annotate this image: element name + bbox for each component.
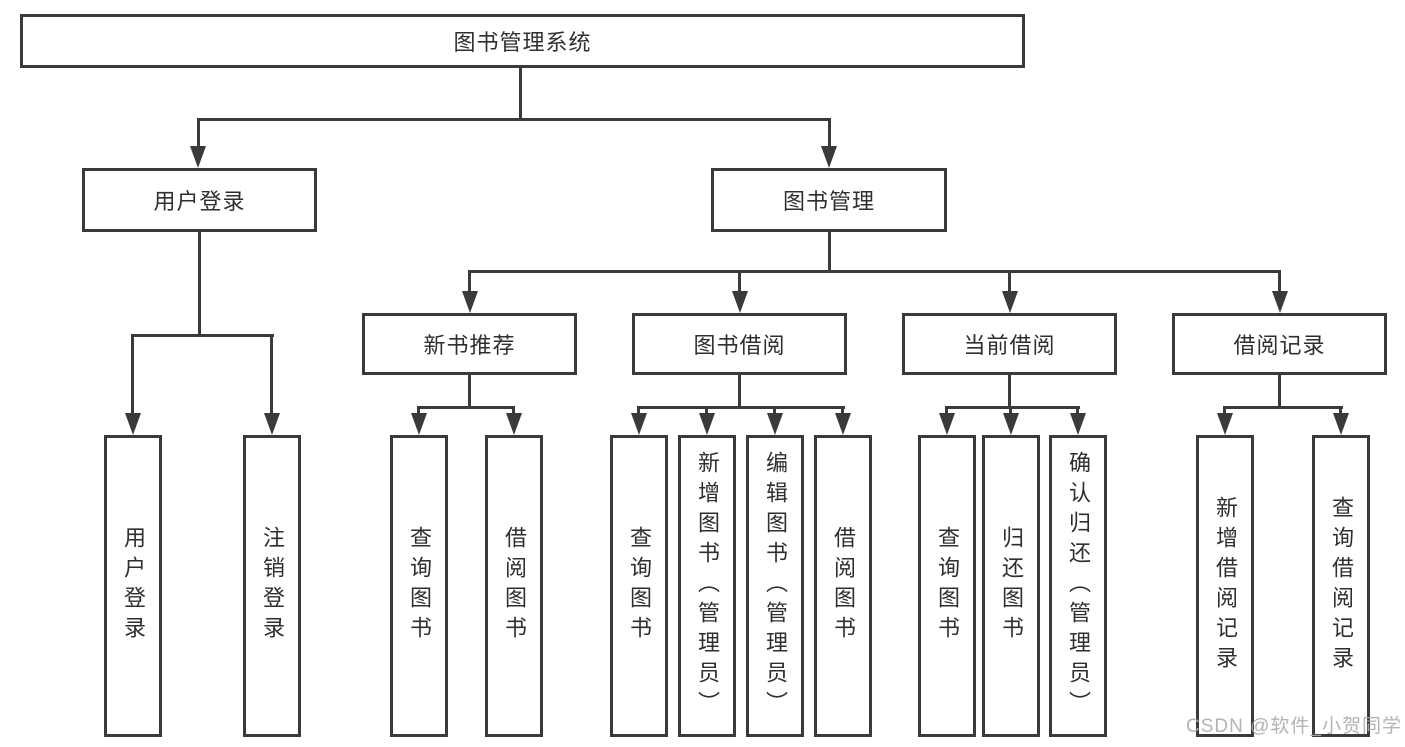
arrowhead bbox=[1070, 413, 1086, 435]
connector-newbook-drop-1 bbox=[417, 406, 420, 415]
node-book-management: 图书管理 bbox=[711, 168, 947, 232]
arrowhead bbox=[1002, 291, 1018, 313]
connector-bookmgmt-hline bbox=[468, 270, 1281, 273]
arrowhead bbox=[732, 291, 748, 313]
connector-root-drop-left bbox=[197, 118, 200, 148]
connector-currentborrow-drop-2 bbox=[1009, 406, 1012, 415]
connector-root-stem bbox=[519, 68, 522, 120]
arrowhead bbox=[1272, 291, 1288, 313]
connector-bookborrow-drop-3 bbox=[773, 406, 776, 415]
connector-bookmgmt-drop-3 bbox=[1008, 270, 1011, 293]
arrowhead bbox=[506, 413, 522, 435]
leaf-confirm-return-admin: 确认归还（管理员） bbox=[1049, 435, 1107, 737]
node-borrowing-records: 借阅记录 bbox=[1172, 313, 1387, 375]
leaf-add-borrow-record: 新增借阅记录 bbox=[1196, 435, 1254, 737]
arrowhead bbox=[631, 413, 647, 435]
connector-bookmgmt-stem bbox=[828, 232, 831, 272]
node-current-borrowing: 当前借阅 bbox=[902, 313, 1117, 375]
connector-bookmgmt-drop-4 bbox=[1278, 270, 1281, 293]
leaf-add-book-admin: 新增图书（管理员） bbox=[678, 435, 736, 737]
leaf-return-book: 归还图书 bbox=[982, 435, 1040, 737]
arrowhead bbox=[1217, 413, 1233, 435]
csdn-watermark: CSDN @软件_小贺同学 bbox=[1186, 716, 1402, 737]
connector-currentborrow-drop-3 bbox=[1076, 406, 1079, 415]
arrowhead bbox=[699, 413, 715, 435]
leaf-query-books-current: 查询图书 bbox=[918, 435, 976, 737]
connector-bookborrow-stem bbox=[738, 375, 741, 409]
leaf-query-books-recommend: 查询图书 bbox=[390, 435, 448, 737]
leaf-query-books-borrow: 查询图书 bbox=[610, 435, 668, 737]
leaf-user-login: 用户登录 bbox=[104, 435, 162, 737]
leaf-borrow-books-recommend: 借阅图书 bbox=[485, 435, 543, 737]
leaf-edit-book-admin: 编辑图书（管理员） bbox=[746, 435, 804, 737]
connector-records-drop-2 bbox=[1339, 406, 1342, 415]
connector-currentborrow-stem bbox=[1008, 375, 1011, 409]
connector-bookborrow-drop-1 bbox=[637, 406, 640, 415]
arrowhead bbox=[190, 146, 206, 168]
arrowhead bbox=[767, 413, 783, 435]
leaf-logout: 注销登录 bbox=[243, 435, 301, 737]
node-book-borrowing: 图书借阅 bbox=[632, 313, 847, 375]
connector-records-stem bbox=[1278, 375, 1281, 409]
arrowhead bbox=[835, 413, 851, 435]
connector-root-hline bbox=[197, 118, 831, 121]
arrowhead bbox=[821, 146, 837, 168]
connector-newbook-stem bbox=[468, 375, 471, 409]
leaf-query-borrow-record: 查询借阅记录 bbox=[1312, 435, 1370, 737]
connector-bookborrow-drop-4 bbox=[841, 406, 844, 415]
connector-newbook-hline bbox=[417, 406, 515, 409]
connector-userlogin-hline bbox=[131, 334, 274, 337]
leaf-borrow-books-borrow: 借阅图书 bbox=[814, 435, 872, 737]
arrowhead bbox=[125, 413, 141, 435]
node-library-system: 图书管理系统 bbox=[20, 14, 1025, 68]
connector-newbook-drop-2 bbox=[512, 406, 515, 415]
connector-records-hline bbox=[1223, 406, 1343, 409]
connector-userlogin-drop-1 bbox=[131, 334, 134, 415]
arrowhead bbox=[264, 413, 280, 435]
connector-bookmgmt-drop-2 bbox=[738, 270, 741, 293]
arrowhead bbox=[411, 413, 427, 435]
connector-records-drop-1 bbox=[1223, 406, 1226, 415]
arrowhead bbox=[1003, 413, 1019, 435]
arrowhead bbox=[462, 291, 478, 313]
arrowhead bbox=[1333, 413, 1349, 435]
connector-bookmgmt-drop-1 bbox=[468, 270, 471, 293]
connector-userlogin-drop-2 bbox=[270, 334, 273, 415]
connector-currentborrow-hline bbox=[945, 406, 1080, 409]
arrowhead bbox=[939, 413, 955, 435]
connector-userlogin-stem bbox=[198, 232, 201, 336]
connector-bookborrow-hline bbox=[637, 406, 845, 409]
connector-bookborrow-drop-2 bbox=[705, 406, 708, 415]
connector-root-drop-right bbox=[828, 118, 831, 148]
node-user-login: 用户登录 bbox=[82, 168, 317, 232]
node-new-book-recommend: 新书推荐 bbox=[362, 313, 577, 375]
connector-currentborrow-drop-1 bbox=[945, 406, 948, 415]
